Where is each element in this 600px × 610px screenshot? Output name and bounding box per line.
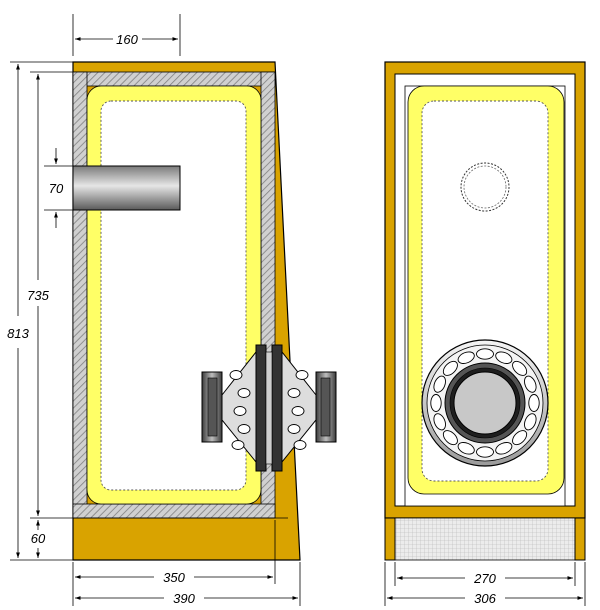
dim-total-depth-label: 390 xyxy=(173,591,195,606)
dim-total-width-label: 306 xyxy=(474,591,496,606)
front-driver xyxy=(421,339,549,467)
dim-inner-width: 270 xyxy=(384,562,586,606)
front-basket-hole xyxy=(512,360,528,376)
side-basket-hole xyxy=(237,424,251,434)
side-basket-hole xyxy=(237,388,251,398)
front-basket-hole xyxy=(524,375,537,393)
side-wall-top xyxy=(72,71,276,87)
dim-total-depth: 390 xyxy=(75,591,298,606)
dim-port-diameter-label: 70 xyxy=(49,181,64,196)
front-basket-hole xyxy=(457,442,475,455)
front-basket-hole xyxy=(528,394,540,412)
front-basket-hole xyxy=(495,351,513,364)
front-plinth-grille xyxy=(394,517,576,561)
dim-plinth-height: 60 xyxy=(31,520,46,558)
front-basket-hole xyxy=(442,360,458,376)
side-view: 160 70 813 735 xyxy=(7,14,337,606)
side-bass-port-tube xyxy=(72,165,181,211)
side-inner-cavity xyxy=(100,100,247,491)
side-basket-hole xyxy=(293,440,307,450)
dim-inner-height-label: 735 xyxy=(27,288,49,303)
front-basket-hole xyxy=(433,375,446,393)
front-port-hole xyxy=(460,162,510,212)
dim-total-height: 813 xyxy=(7,61,73,561)
dim-total-height-label: 813 xyxy=(7,326,29,341)
side-basket-hole xyxy=(229,370,243,380)
side-wall-bottom xyxy=(72,503,276,519)
front-basket-hole xyxy=(430,394,442,412)
front-basket-hole xyxy=(476,446,494,458)
front-basket-hole xyxy=(457,351,475,364)
dim-port-diameter: 70 xyxy=(44,148,90,228)
dim-inner-depth: 350 xyxy=(72,520,301,606)
front-basket-hole xyxy=(433,413,446,431)
dim-port-length: 160 xyxy=(72,14,181,56)
front-basket-hole xyxy=(442,430,458,446)
dim-plinth-height-label: 60 xyxy=(31,531,46,546)
side-wall-front xyxy=(72,71,88,519)
side-basket-hole xyxy=(231,440,245,450)
dim-inner-depth-label: 350 xyxy=(163,570,185,585)
side-driver xyxy=(201,344,337,472)
side-basket-hole xyxy=(291,406,305,416)
dim-inner-height: 735 xyxy=(27,71,73,519)
side-basket-hole xyxy=(287,388,301,398)
dim-total-width: 306 xyxy=(387,591,583,606)
side-basket-hole xyxy=(287,424,301,434)
dim-port-length-label: 160 xyxy=(116,32,138,47)
dim-inner-width-label: 270 xyxy=(473,571,496,586)
side-basket-hole xyxy=(233,406,247,416)
front-basket-hole xyxy=(512,430,528,446)
front-view: 270 306 xyxy=(384,61,586,606)
front-basket-hole xyxy=(495,442,513,455)
front-basket-hole xyxy=(476,348,494,360)
side-basket-hole xyxy=(295,370,309,380)
front-basket-hole xyxy=(524,413,537,431)
